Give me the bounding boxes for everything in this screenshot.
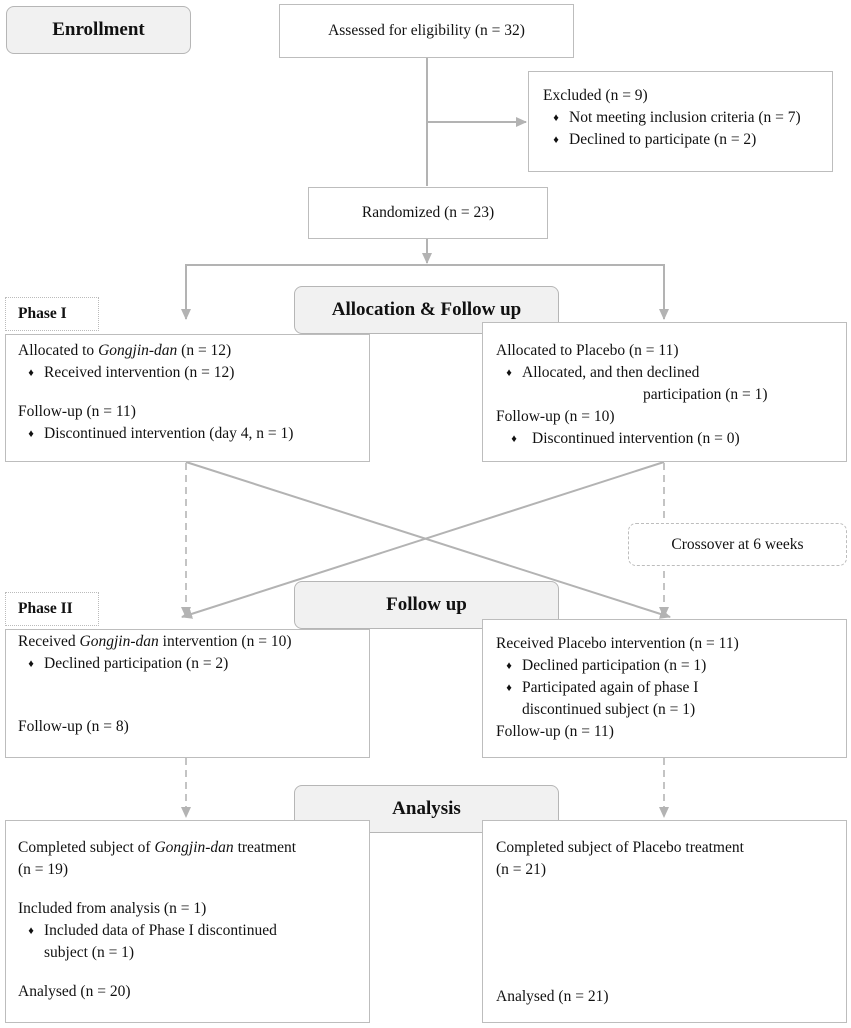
phase1-gongjin-item: ♦ Received intervention (n = 12) xyxy=(18,362,369,384)
analysis-gongjin-analysed: Analysed (n = 20) xyxy=(18,983,131,1000)
phase2-gongjin-title: Received Gongjin-dan intervention (n = 1… xyxy=(18,633,292,650)
bullet-icon: ♦ xyxy=(506,660,512,672)
phase1-gongjin-title: Allocated to Gongjin-dan (n = 12) xyxy=(18,342,232,359)
phase1-placebo-box: Allocated to Placebo (n = 11) ♦ Allocate… xyxy=(482,322,847,462)
bullet-icon: ♦ xyxy=(28,658,34,670)
enrollment-header: Enrollment xyxy=(6,6,191,54)
phase2-placebo-followup: Follow-up (n = 11) xyxy=(496,723,614,740)
bullet-icon: ♦ xyxy=(553,134,559,146)
bullet-icon: ♦ xyxy=(511,433,517,445)
phase1-gongjin-item: ♦ Discontinued intervention (day 4, n = … xyxy=(18,423,369,445)
phase1-placebo-item: ♦ Discontinued intervention (n = 0) xyxy=(496,428,846,450)
assessed-box: Assessed for eligibility (n = 32) xyxy=(279,4,574,58)
phase2-gongjin-box: Received Gongjin-dan intervention (n = 1… xyxy=(5,629,370,758)
phase2-placebo-title: Received Placebo intervention (n = 11) xyxy=(496,635,739,652)
bullet-icon: ♦ xyxy=(506,682,512,694)
randomized-box: Randomized (n = 23) xyxy=(308,187,548,239)
phase2-placebo-item: ♦ Declined participation (n = 1) xyxy=(496,655,846,677)
arrow-cross-right-to-left xyxy=(181,461,665,619)
bullet-icon: ♦ xyxy=(506,367,512,379)
excluded-item: ♦ Declined to participate (n = 2) xyxy=(543,129,832,151)
phase1-placebo-title: Allocated to Placebo (n = 11) xyxy=(496,342,679,359)
phase2-label: Phase II xyxy=(5,592,99,626)
bullet-icon: ♦ xyxy=(28,428,34,440)
phase2-gongjin-item: ♦ Declined participation (n = 2) xyxy=(18,653,369,675)
phase1-label: Phase I xyxy=(5,297,99,331)
phase1-placebo-item: ♦ Allocated, and then declined xyxy=(496,362,846,384)
followup-header: Follow up xyxy=(294,581,559,629)
arrow-cross-left-to-right xyxy=(185,461,671,619)
phase2-placebo-item: ♦ Participated again of phase I xyxy=(496,677,846,699)
bullet-icon: ♦ xyxy=(28,925,34,937)
bullet-icon: ♦ xyxy=(553,112,559,124)
analysis-gongjin-item: ♦ Included data of Phase I discontinued xyxy=(18,920,357,942)
analysis-gongjin-included: Included from analysis (n = 1) xyxy=(18,900,207,917)
analysis-placebo-title: Completed subject of Placebo treatment xyxy=(496,839,744,856)
analysis-placebo-analysed: Analysed (n = 21) xyxy=(496,988,609,1005)
phase1-gongjin-followup: Follow-up (n = 11) xyxy=(18,403,136,420)
arrow-split-right xyxy=(427,264,669,320)
phase1-placebo-followup: Follow-up (n = 10) xyxy=(496,408,615,425)
arrow-split-left xyxy=(181,264,427,320)
phase1-gongjin-box: Allocated to Gongjin-dan (n = 12) ♦ Rece… xyxy=(5,334,370,462)
excluded-title: Excluded (n = 9) xyxy=(543,87,648,104)
analysis-gongjin-title: Completed subject of Gongjin-dan treatme… xyxy=(18,839,297,856)
analysis-gongjin-box: Completed subject of Gongjin-dan treatme… xyxy=(5,820,370,1023)
phase2-placebo-box: Received Placebo intervention (n = 11) ♦… xyxy=(482,619,847,758)
phase2-gongjin-followup: Follow-up (n = 8) xyxy=(18,718,129,735)
crossover-label: Crossover at 6 weeks xyxy=(628,523,847,566)
analysis-placebo-box: Completed subject of Placebo treatment (… xyxy=(482,820,847,1023)
excluded-box: Excluded (n = 9) ♦ Not meeting inclusion… xyxy=(528,71,833,172)
bullet-icon: ♦ xyxy=(28,367,34,379)
excluded-item: ♦ Not meeting inclusion criteria (n = 7) xyxy=(543,107,832,129)
